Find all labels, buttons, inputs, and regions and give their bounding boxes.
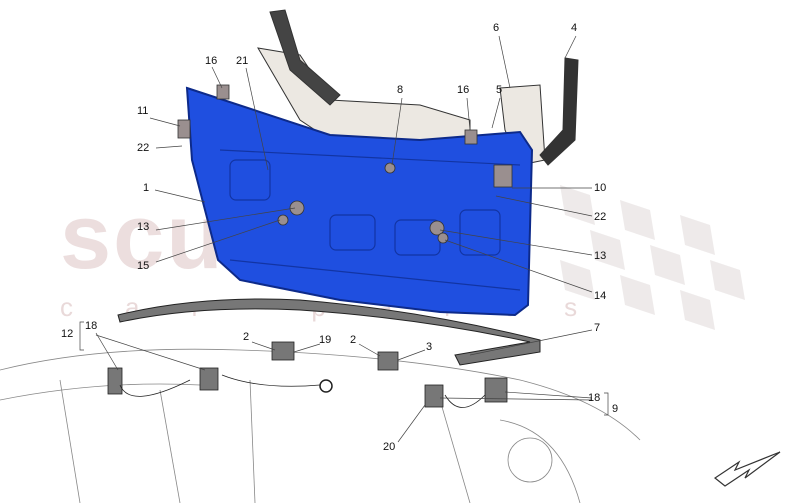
callout-3: 3	[426, 341, 433, 353]
callout-2a: 2	[243, 331, 250, 343]
callout-7: 7	[594, 322, 601, 334]
callout-11: 11	[137, 105, 149, 117]
callout-18b: 18	[588, 392, 601, 404]
direction-arrow-icon	[713, 451, 781, 487]
callout-14: 14	[594, 290, 607, 302]
callout-19: 19	[319, 334, 332, 346]
callout-16a: 16	[205, 55, 218, 67]
callout-5: 5	[496, 84, 503, 96]
callout-22a: 22	[137, 142, 150, 154]
callout-9: 9	[612, 403, 619, 415]
body-structure	[0, 348, 641, 503]
checkered-flag-watermark	[560, 185, 745, 330]
callout-2b: 2	[350, 334, 357, 346]
fittings	[177, 84, 513, 244]
latches-cables	[107, 341, 508, 408]
callout-21: 21	[236, 55, 249, 67]
rear-frame	[257, 9, 579, 166]
callout-16b: 16	[457, 84, 470, 96]
callout-6: 6	[493, 22, 500, 34]
callout-8: 8	[397, 84, 404, 96]
panel-detail	[219, 149, 521, 291]
callout-22b: 22	[594, 211, 607, 223]
callout-18a: 18	[85, 320, 98, 332]
callout-13b: 13	[594, 250, 607, 262]
door-panel	[185, 86, 534, 317]
leader-lines	[79, 35, 609, 443]
callout-4: 4	[571, 22, 578, 34]
callout-20: 20	[383, 441, 396, 453]
callout-15: 15	[137, 260, 150, 272]
callout-10: 10	[594, 182, 607, 194]
seal-strip	[117, 298, 541, 366]
callout-13a: 13	[137, 221, 150, 233]
callout-1: 1	[143, 182, 150, 194]
callout-12: 12	[61, 328, 74, 340]
